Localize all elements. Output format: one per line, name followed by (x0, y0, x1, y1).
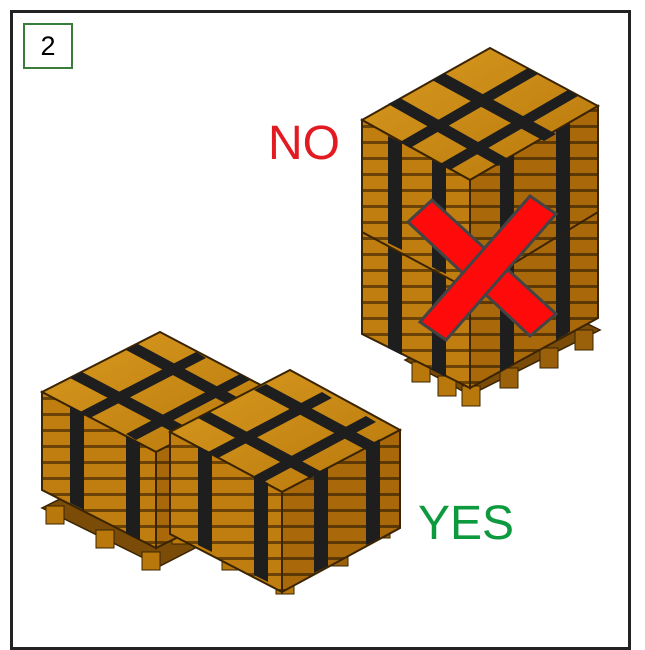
correct-label: YES (418, 500, 514, 548)
incorrect-label: NO (268, 120, 340, 168)
side-by-side-crates-correct (42, 332, 400, 594)
stacked-crates-incorrect (362, 48, 600, 406)
